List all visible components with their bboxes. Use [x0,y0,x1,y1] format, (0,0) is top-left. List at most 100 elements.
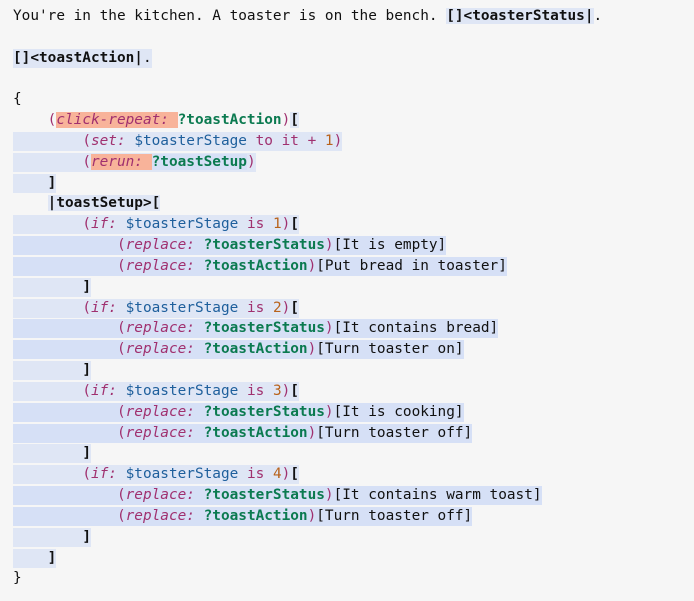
text [13,362,82,378]
text [13,487,117,503]
code-line: (rerun: ?toastSetup) [13,152,602,173]
text: [Turn toaster on] [316,341,464,358]
code-line: ] [13,277,602,298]
code-line: (replace: ?toasterStatus)[It contains wa… [13,485,602,506]
hook-tag: ] [82,278,91,295]
macro-name-error: rerun: [90,153,152,170]
text [13,466,82,482]
code-line: (replace: ?toastAction)[Turn toaster on] [13,339,602,360]
line-content: ] [13,548,57,568]
line-content: (if: $toasterStage is 4)[ [13,465,299,485]
macro-paren: ) [246,153,256,170]
macro-paren: ) [307,507,317,524]
line-content: ] [13,444,91,464]
text: [Put bread in toaster] [316,257,507,274]
line-content: { [13,90,22,109]
code-line: (replace: ?toasterStatus)[It is empty] [13,235,602,256]
macro-paren: ( [116,487,126,504]
macro-paren: ) [281,382,291,399]
macro-paren: ( [82,132,91,149]
macro-paren: ( [82,153,91,170]
text: [Turn toaster off] [316,424,473,441]
macro-paren: ( [116,507,126,524]
line-content: (set: $toasterStage to it + 1) [13,131,343,151]
macro-name: if: [90,216,126,233]
text [13,404,117,420]
variable: $toasterStage [134,132,256,149]
keyword: is [246,299,273,316]
text: You're in the kitchen. A toaster is on t… [13,8,447,24]
macro-paren: ) [281,112,291,129]
macro-name: replace: [125,507,204,524]
hook-ref: ?toastAction [203,507,308,524]
macro-paren: ) [281,299,291,316]
text [13,383,82,399]
macro-paren: ( [116,424,126,441]
hook-tag: [ [290,216,299,233]
code-line [13,27,602,48]
code-line: (click-repeat: ?toastAction)[ [13,110,602,131]
macro-paren: ) [307,257,317,274]
macro-name: replace: [125,487,204,504]
text [13,216,82,232]
macro-paren: ) [307,341,317,358]
text [13,237,117,253]
text [13,425,117,441]
text: [It is cooking] [333,403,464,420]
macro-paren: ) [324,237,334,254]
hook-ref: ?toastAction [177,112,282,129]
macro-name: replace: [125,341,204,358]
line-content: (if: $toasterStage is 3)[ [13,381,299,401]
macro-name: if: [90,382,126,399]
hook-ref: ?toasterStatus [203,487,325,504]
code-line: You're in the kitchen. A toaster is on t… [13,6,602,27]
code-editor[interactable]: You're in the kitchen. A toaster is on t… [13,6,602,589]
hook-tag: [ [290,299,299,316]
hook-ref: ?toastAction [203,257,308,274]
line-content: (if: $toasterStage is 2)[ [13,298,299,318]
macro-name: if: [90,299,126,316]
code-line: (if: $toasterStage is 3)[ [13,381,602,402]
text [13,529,82,545]
hook-tag: ] [47,174,57,191]
line-content: (replace: ?toastAction)[Put bread in toa… [13,256,507,276]
text [13,258,117,274]
code-line: ] [13,443,602,464]
macro-name-error: click-repeat: [56,112,178,129]
code-line: } [13,568,602,589]
macro-name: if: [90,466,126,483]
code-line: (set: $toasterStage to it + 1) [13,131,602,152]
line-content: (replace: ?toasterStatus)[It contains wa… [13,486,542,506]
macro-paren: ( [82,382,91,399]
line-content: } [13,569,22,588]
text [13,154,82,170]
code-line: (if: $toasterStage is 2)[ [13,298,602,319]
macro-name: set: [90,132,135,149]
hook-tag: ] [82,528,91,545]
text: { [13,91,22,108]
line-content: ] [13,527,91,547]
text [13,279,82,295]
number: 2 [272,299,282,316]
text [13,341,117,357]
hook-tag: ] [47,549,57,566]
text: } [13,570,22,587]
line-content: (replace: ?toastAction)[Turn toaster off… [13,506,473,526]
macro-paren: ( [116,237,126,254]
code-line: ] [13,173,602,194]
line-content: (replace: ?toastAction)[Turn toaster on] [13,340,464,360]
macro-paren: ( [116,341,126,358]
code-line: ] [13,360,602,381]
line-content: (if: $toasterStage is 1)[ [13,215,299,235]
macro-paren: ( [116,320,126,337]
variable: $toasterStage [125,299,247,316]
hook-ref: ?toasterStatus [203,403,325,420]
hook-tag: [ [290,112,299,129]
macro-paren: ) [324,487,334,504]
text: [It is empty] [333,237,447,254]
hook-tag: ] [82,445,91,462]
macro-paren: ) [307,424,317,441]
text [13,300,82,316]
macro-paren: ( [82,216,91,233]
code-line: ] [13,527,602,548]
